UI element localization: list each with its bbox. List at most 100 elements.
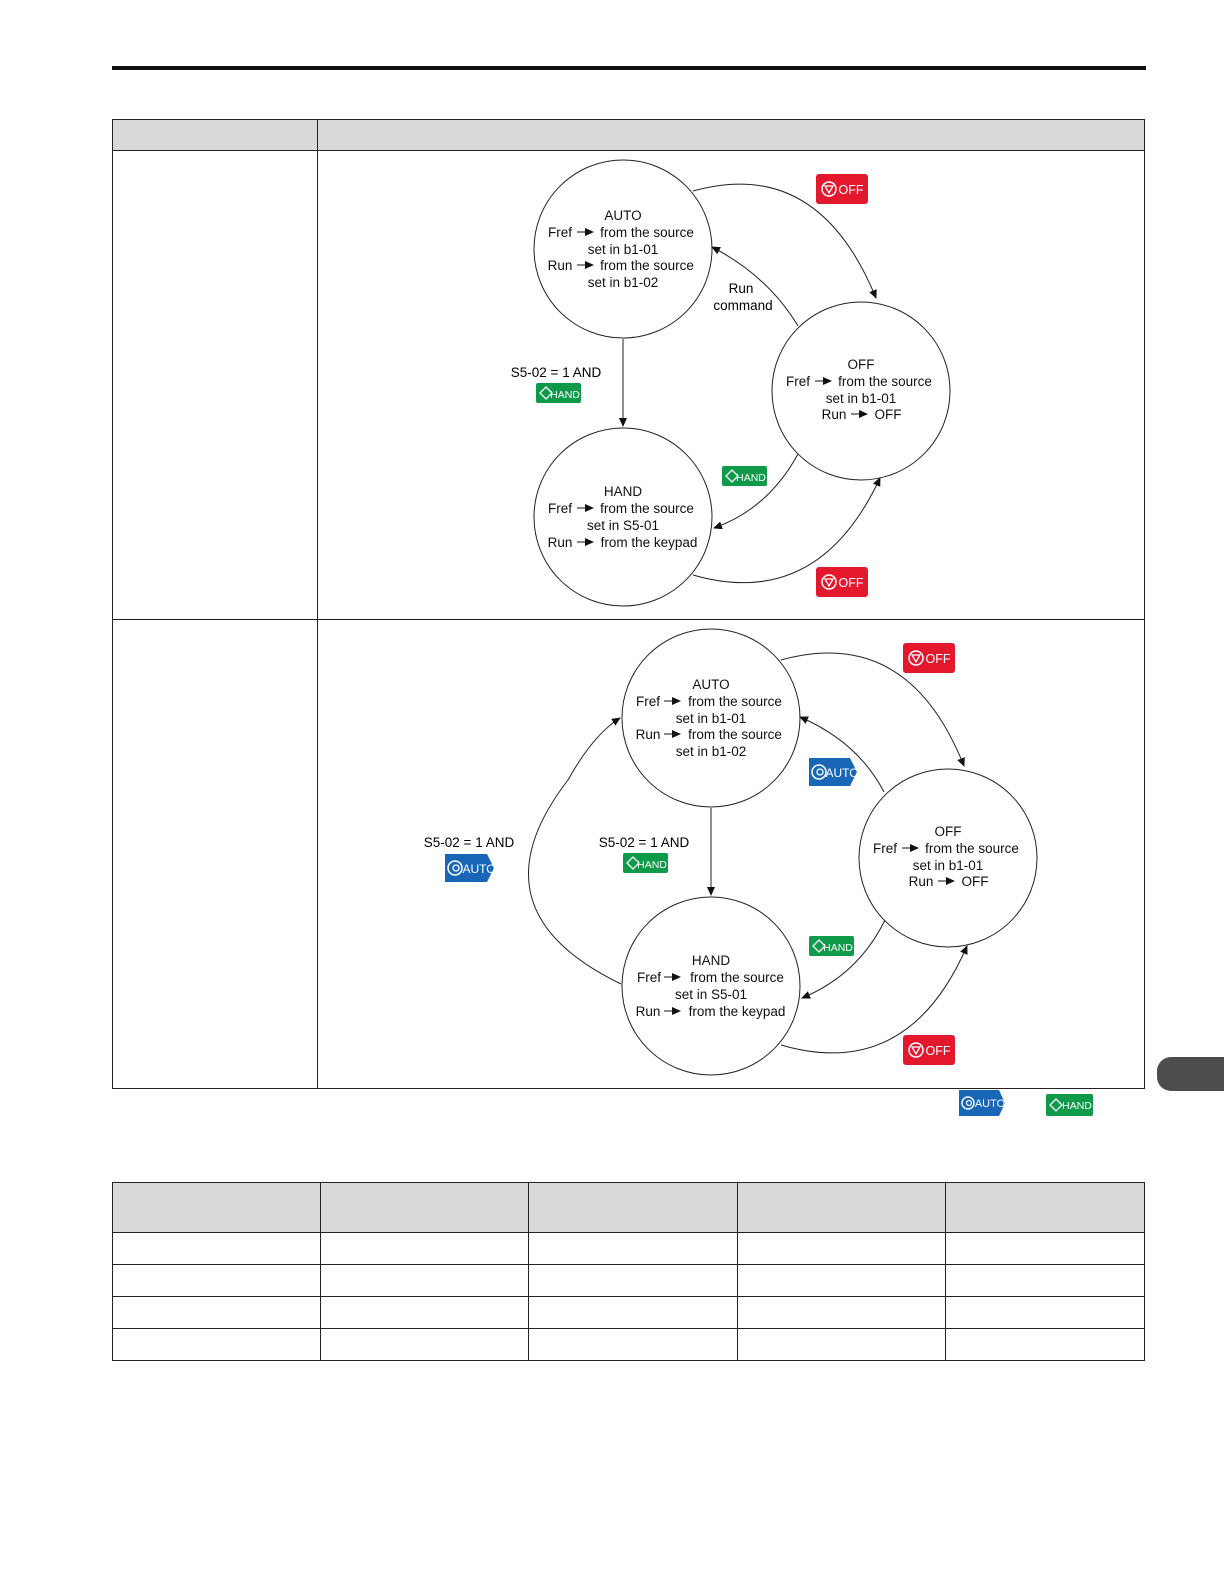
off-fref: Fref — [786, 374, 810, 389]
stop-circle-icon — [821, 181, 837, 197]
table-cell — [737, 1296, 946, 1329]
hand-title: HAND — [692, 953, 731, 968]
off-button[interactable]: OFF — [903, 1035, 955, 1065]
table-row: AUTO Fref from the source set in b1-01 R… — [112, 619, 1145, 1089]
table-cell — [320, 1264, 529, 1297]
hand-condition-label: S5-02 = 1 AND — [511, 365, 602, 380]
off-button[interactable]: OFF — [903, 643, 955, 673]
table-row — [112, 1264, 1145, 1297]
auto-run: Run — [636, 727, 661, 742]
off-to-hand-arrow — [801, 919, 886, 999]
auto-condition-label: S5-02 = 1 AND — [424, 835, 515, 850]
table-row: AUTO Fref from the source set in b1-01 R… — [112, 150, 1145, 620]
hand-fref-param: set in S5-01 — [675, 987, 747, 1002]
header-cell — [112, 119, 318, 151]
table-header-row — [112, 119, 1145, 151]
off-state-text: OFF Fref from the source set in b1-01 Ru… — [786, 357, 932, 422]
hand-run-source: from the keypad — [689, 1004, 786, 1019]
auto-button[interactable]: AUTO — [445, 854, 496, 882]
table-cell — [320, 1232, 529, 1265]
table-cell — [737, 1232, 946, 1265]
hand-button-label: HAND — [550, 389, 580, 401]
header-cell — [528, 1182, 738, 1233]
hand-button[interactable]: HAND — [809, 936, 854, 956]
diamond-start-icon — [1049, 1098, 1063, 1112]
auto-run-source: from the source — [688, 727, 782, 742]
auto-fref-param: set in b1-01 — [588, 242, 659, 257]
hand-to-off-arrow — [692, 477, 881, 584]
diamond-start-icon — [539, 386, 553, 400]
table-cell — [528, 1264, 738, 1297]
operation-mode-table: AUTO Fref from the source set in b1-01 R… — [112, 119, 1145, 1089]
off-state-circle — [858, 768, 1038, 948]
header-cell — [317, 119, 1145, 151]
hand-button[interactable]: HAND — [722, 466, 767, 486]
hand-fref: Fref — [637, 970, 661, 985]
auto-run-source: from the source — [600, 258, 694, 273]
hand-button[interactable]: HAND — [536, 383, 581, 403]
swirl-icon — [811, 764, 827, 780]
header-cell — [112, 1182, 321, 1233]
hand-state-circle — [621, 896, 801, 1076]
off-button-label: OFF — [926, 652, 951, 666]
off-title: OFF — [935, 824, 962, 839]
auto-title: AUTO — [692, 677, 729, 692]
hand-button[interactable]: HAND — [623, 853, 668, 873]
table-cell — [945, 1296, 1145, 1329]
off-state-text: OFF Fref from the source set in b1-01 Ru… — [873, 824, 1019, 889]
table-row — [112, 1232, 1145, 1265]
off-button[interactable]: OFF — [816, 174, 868, 204]
hand-run-source: from the keypad — [601, 535, 698, 550]
stop-circle-icon — [821, 574, 837, 590]
off-fref-param: set in b1-01 — [913, 858, 984, 873]
hand-fref-source: from the source — [600, 501, 694, 516]
hand-fref-param: set in S5-01 — [587, 518, 659, 533]
table-cell — [528, 1296, 738, 1329]
table-cell — [945, 1328, 1145, 1361]
hand-fref-source: from the source — [690, 970, 784, 985]
table-cell — [112, 1264, 321, 1297]
table-cell — [320, 1296, 529, 1329]
auto-to-off-arrow — [780, 652, 965, 767]
off-run-value: OFF — [962, 874, 989, 889]
auto-state-text: AUTO Fref from the source set in b1-01 R… — [548, 208, 694, 290]
off-to-hand-arrow — [713, 453, 799, 530]
auto-button[interactable]: AUTO — [809, 758, 859, 786]
header-cell — [737, 1182, 946, 1233]
off-button-label: OFF — [926, 1044, 951, 1058]
table-cell — [528, 1328, 738, 1361]
auto-title: AUTO — [604, 208, 641, 223]
stop-circle-icon — [908, 650, 924, 666]
diamond-start-icon — [626, 856, 640, 870]
state-diagram-1: AUTO Fref from the source set in b1-01 R… — [511, 159, 951, 607]
diamond-start-icon — [725, 469, 739, 483]
settings-table — [112, 1182, 1145, 1361]
table-row — [112, 1296, 1145, 1329]
run-command-label: command — [713, 298, 772, 313]
diagram-cell: AUTO Fref from the source set in b1-01 R… — [317, 619, 1145, 1089]
section-tab[interactable] — [1157, 1057, 1224, 1091]
state-diagram-2: AUTO Fref from the source set in b1-01 R… — [424, 628, 1038, 1076]
hand-to-auto-arrow — [527, 717, 622, 985]
auto-fref: Fref — [636, 694, 660, 709]
hand-button[interactable]: HAND — [1046, 1094, 1093, 1116]
auto-button[interactable]: AUTO — [958, 1089, 1006, 1117]
off-fref-source: from the source — [925, 841, 1019, 856]
table-row — [112, 1328, 1145, 1361]
hand-condition-label: S5-02 = 1 AND — [599, 835, 690, 850]
auto-fref-source: from the source — [600, 225, 694, 240]
table-cell — [737, 1328, 946, 1361]
hand-fref: Fref — [548, 501, 572, 516]
table-cell — [528, 1232, 738, 1265]
off-button[interactable]: OFF — [816, 567, 868, 597]
hand-run: Run — [548, 535, 573, 550]
table-cell — [945, 1232, 1145, 1265]
setting-cell — [112, 150, 318, 620]
table-cell — [945, 1264, 1145, 1297]
off-run: Run — [909, 874, 934, 889]
table-cell — [320, 1328, 529, 1361]
hand-state-text: HAND Fref from the source set in S5-01 R… — [548, 484, 698, 550]
diagram-cell: AUTO Fref from the source set in b1-01 R… — [317, 150, 1145, 620]
hand-title: HAND — [604, 484, 643, 499]
hand-button-label: HAND — [1062, 1100, 1092, 1112]
